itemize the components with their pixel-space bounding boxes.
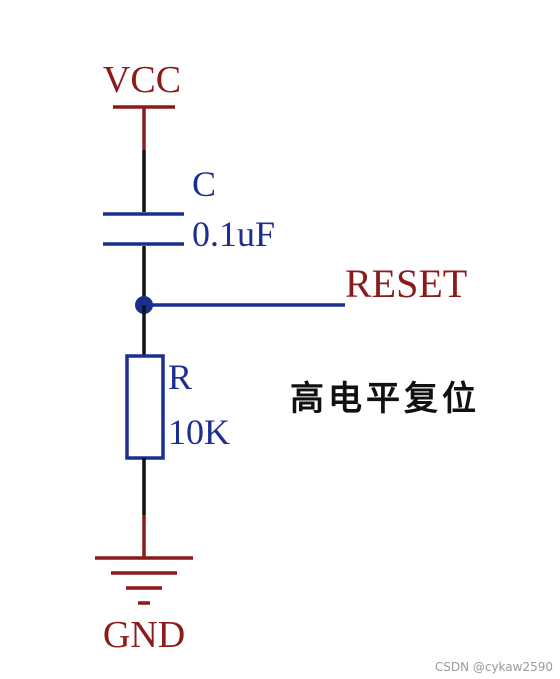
watermark: CSDN @cykaw2590 (435, 660, 553, 674)
capacitor-value: 0.1uF (192, 214, 275, 254)
resistor-name: R (168, 357, 192, 397)
vcc-label: VCC (103, 59, 181, 101)
vcc-power-symbol (113, 105, 175, 150)
circuit-note: 高电平复位 (290, 379, 480, 419)
resistor-symbol (125, 354, 165, 460)
gnd-label: GND (103, 614, 185, 656)
capacitor-name: C (192, 164, 216, 204)
ground-symbol (95, 515, 193, 605)
resistor-value: 10K (168, 412, 230, 452)
reset-label: RESET (345, 261, 467, 306)
capacitor-symbol (103, 212, 184, 246)
